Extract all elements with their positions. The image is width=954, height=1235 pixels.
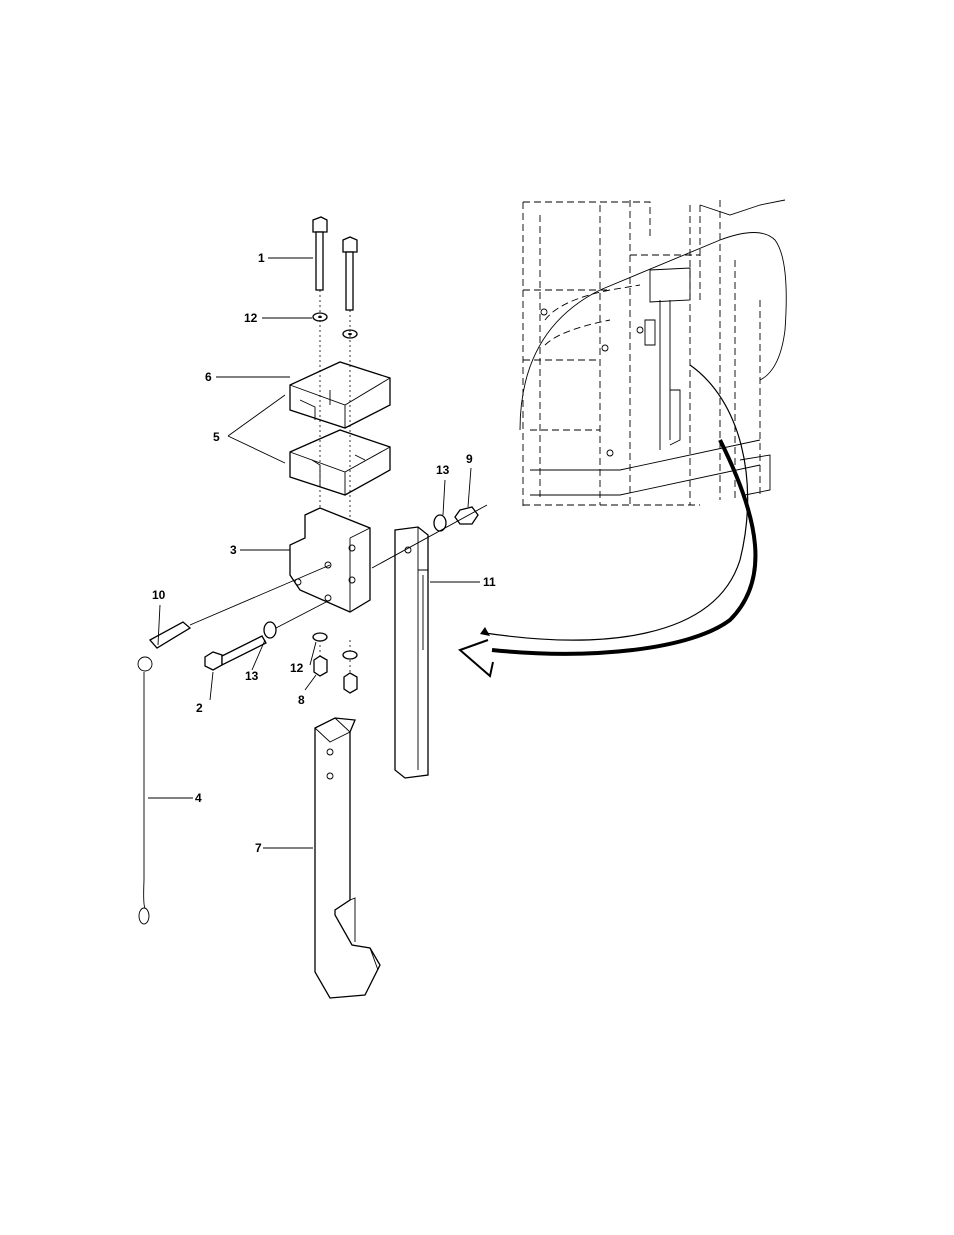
callout-7: 7: [255, 841, 262, 855]
callout-1: 1: [258, 251, 265, 265]
washer-nut-right: [372, 505, 487, 568]
callout-11: 11: [483, 575, 496, 589]
callout-10: 10: [152, 588, 166, 602]
callout-3: 3: [230, 543, 237, 557]
callout-8: 8: [298, 693, 305, 707]
callout-2: 2: [196, 701, 203, 715]
plate-part: [395, 527, 428, 778]
callout-13-right: 13: [436, 463, 450, 477]
lower-block-part: [290, 430, 390, 495]
callout-6: 6: [205, 370, 212, 384]
detail-arrow: [460, 365, 755, 676]
callout-13-left: 13: [245, 669, 259, 683]
callout-9: 9: [466, 452, 473, 466]
machine-context-inset: [520, 200, 786, 510]
upper-block-part: [290, 362, 390, 428]
bracket-part: [290, 508, 370, 612]
callout-5: 5: [213, 430, 220, 444]
hook-arm-part: [315, 718, 380, 998]
pin-lanyard-part: [138, 565, 330, 924]
callout-4: 4: [195, 791, 202, 805]
callout-12-top: 12: [244, 311, 258, 325]
callout-12-bottom: 12: [290, 661, 304, 675]
